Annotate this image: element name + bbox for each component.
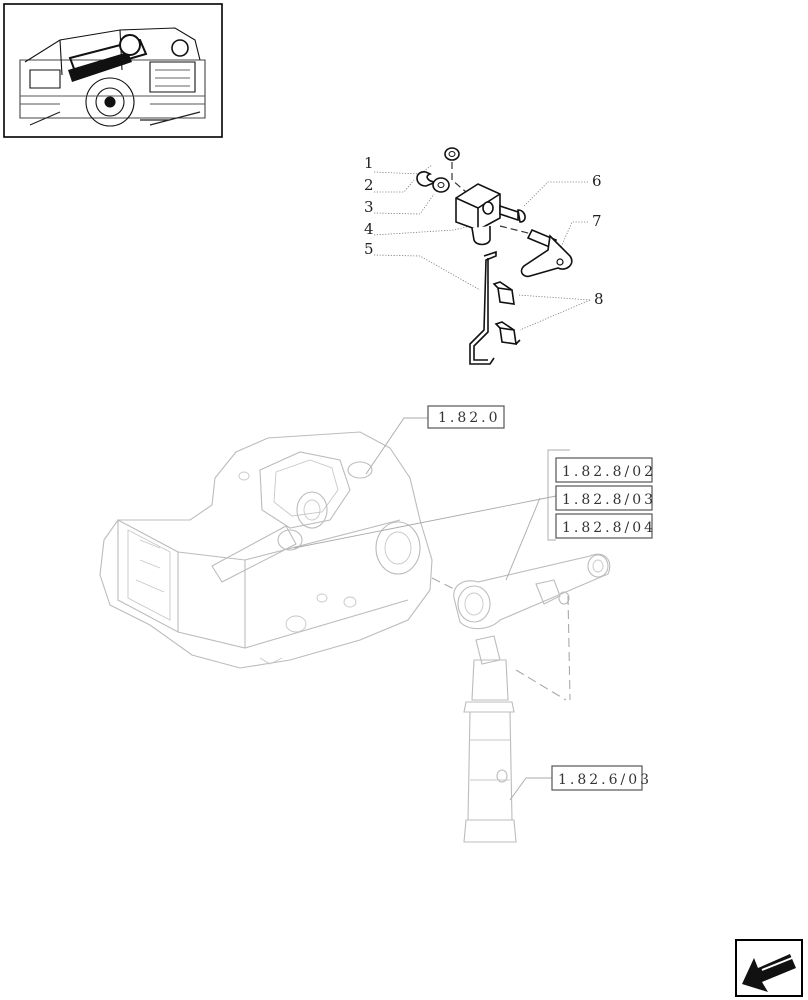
svg-text:1: 1 (364, 154, 374, 172)
nut-part-1[interactable] (444, 147, 460, 161)
svg-text:6: 6 (592, 172, 602, 190)
lift-housing-ghost (99, 431, 433, 669)
reference-1-82-0[interactable]: 1.82.0 (427, 405, 505, 429)
callout-4[interactable]: 4 (364, 220, 471, 238)
svg-text:3: 3 (364, 198, 374, 216)
lift-arm-ghost (453, 553, 611, 630)
callout-3[interactable]: 3 (364, 193, 435, 216)
svg-text:1.82.8/03: 1.82.8/03 (562, 492, 656, 508)
pin-lever-part-7[interactable] (520, 228, 573, 278)
reference-1-82-6-03[interactable]: 1.82.6/03 (551, 765, 652, 791)
svg-text:1.82.8/02: 1.82.8/02 (562, 464, 656, 480)
rod-part-5[interactable] (469, 250, 497, 365)
block-part-4[interactable] (455, 183, 501, 246)
reference-1-82-8-04[interactable]: 1.82.8/04 (555, 513, 656, 539)
svg-text:2: 2 (364, 176, 374, 194)
callout-7[interactable]: 7 (557, 212, 602, 255)
svg-text:1.82.8/04: 1.82.8/04 (562, 520, 656, 536)
overview-thumbnail[interactable] (3, 3, 223, 138)
svg-text:7: 7 (592, 212, 602, 230)
svg-text:4: 4 (364, 220, 374, 238)
cylinder-ghost (463, 635, 517, 843)
next-page-arrow-icon[interactable] (735, 939, 803, 997)
callout-5[interactable]: 5 (364, 240, 481, 291)
reference-1-82-8-02[interactable]: 1.82.8/02 (555, 457, 656, 483)
callout-2[interactable]: 2 (364, 176, 415, 194)
callout-1[interactable]: 1 (364, 154, 433, 175)
callout-8[interactable]: 8 (517, 290, 604, 331)
svg-text:8: 8 (594, 290, 604, 308)
washer-part-3[interactable] (432, 177, 450, 193)
clip-part-8-upper[interactable] (492, 281, 515, 305)
reference-1-82-8-03[interactable]: 1.82.8/03 (555, 485, 656, 511)
svg-text:1.82.0: 1.82.0 (438, 410, 501, 426)
clip-part-8-lower[interactable] (494, 321, 521, 345)
svg-text:5: 5 (364, 240, 374, 258)
bolt-part-6[interactable] (499, 204, 526, 223)
svg-text:1.82.6/03: 1.82.6/03 (558, 772, 652, 788)
callout-6[interactable]: 6 (523, 172, 602, 207)
